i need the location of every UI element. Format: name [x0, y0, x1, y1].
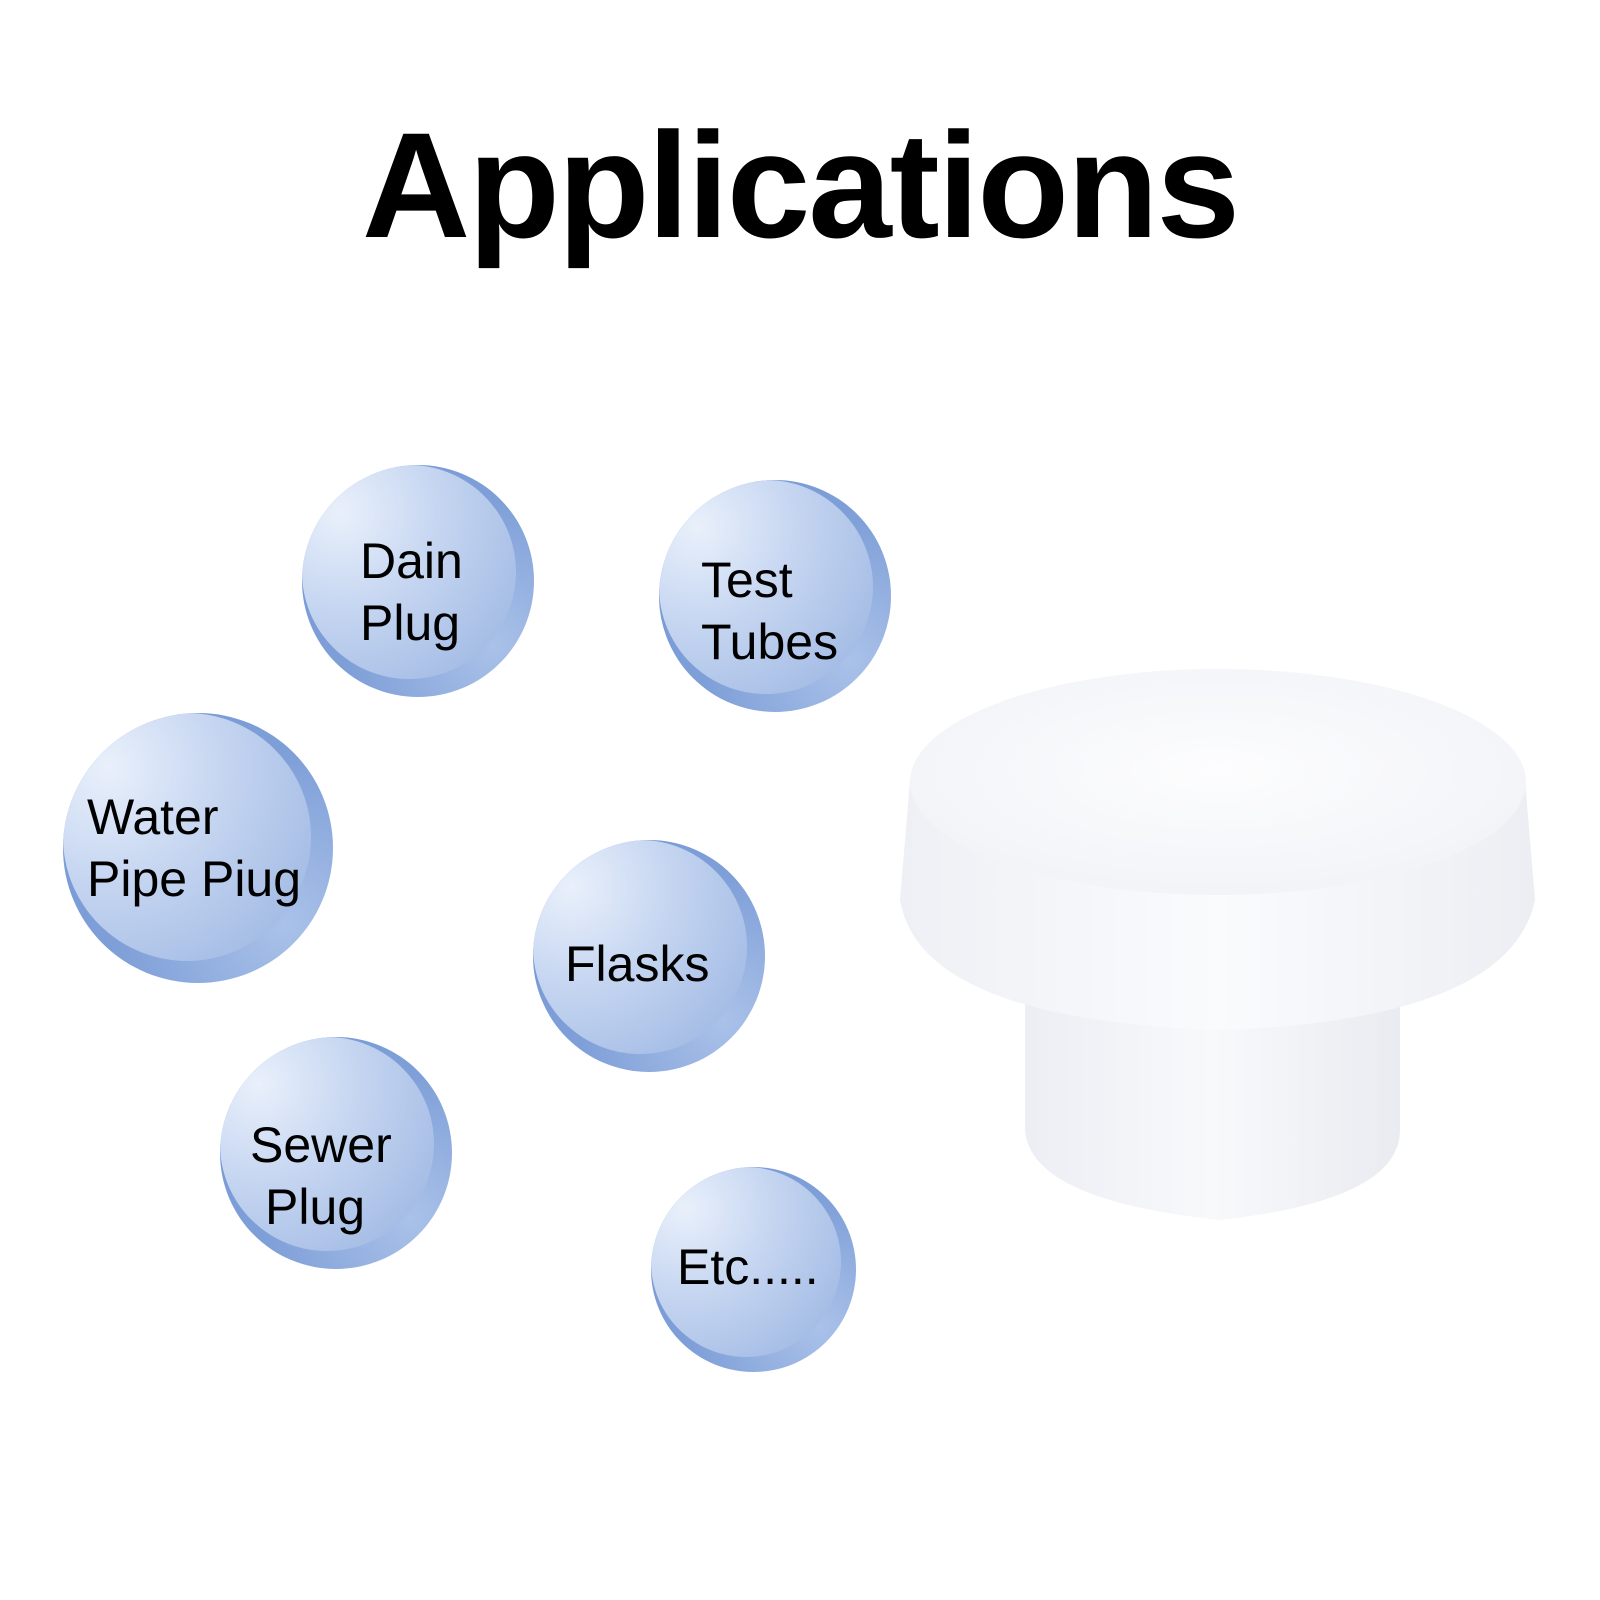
bubble-highlight: [302, 465, 516, 679]
bubble-label-line2: Plug: [265, 1179, 366, 1235]
bubble-label-line1: Water: [87, 789, 219, 845]
bubble-label-line1: Test: [701, 552, 793, 608]
bubble-test-tubes: Test Tubes: [659, 480, 891, 712]
bubble-sewer-plug: Sewer Plug: [220, 1037, 452, 1269]
bubble-highlight: [63, 713, 311, 961]
bubble-water-pipe-piug: Water Pipe Piug: [63, 713, 333, 983]
stopper-stem: [1025, 990, 1400, 1220]
bubble-label-line2: Plug: [360, 595, 461, 651]
bubble-dain-plug: Dain Plug: [302, 465, 534, 697]
bubble-highlight: [220, 1037, 434, 1251]
bubble-label-line1: Sewer: [250, 1117, 392, 1173]
bubble-label-line1: Dain: [360, 533, 463, 589]
bubble-highlight: [659, 480, 873, 694]
bubble-label-line2: Tubes: [701, 614, 839, 670]
stopper-cap-top: [910, 669, 1526, 895]
bubble-label-line1: Flasks: [565, 936, 710, 992]
bubble-flasks: Flasks: [533, 840, 765, 1072]
bubble-label-line2: Pipe Piug: [87, 851, 302, 907]
bubble-highlight: [651, 1167, 841, 1357]
stopper-product-image: [900, 669, 1535, 1220]
bubble-etc: Etc.....: [651, 1167, 856, 1372]
page-title: Applications: [361, 101, 1240, 269]
bubble-highlight: [533, 840, 747, 1054]
bubble-label-line1: Etc.....: [677, 1239, 819, 1295]
